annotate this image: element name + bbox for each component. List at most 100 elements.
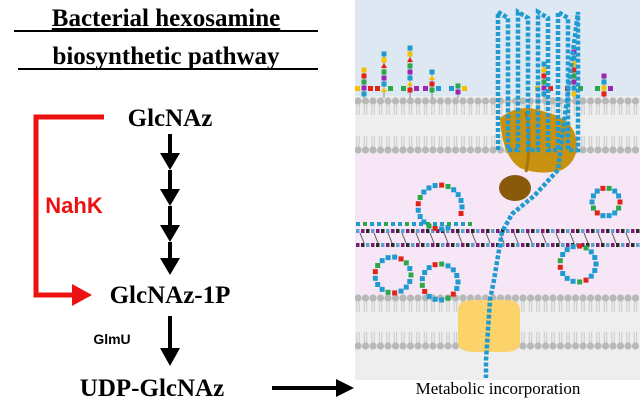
- ring-sugar: [398, 256, 404, 262]
- peptide-crosslink: [485, 232, 491, 244]
- peptide-crosslink: [373, 232, 379, 244]
- peptide-crosslink: [527, 232, 533, 244]
- peptidoglycan-unit: [396, 243, 400, 247]
- lipid-head: [549, 294, 557, 302]
- peptidoglycan-unit: [531, 243, 535, 247]
- chain-segment: [391, 222, 395, 226]
- glycan-branch: [401, 86, 406, 91]
- lipid-head: [355, 97, 362, 105]
- lipid-head: [556, 294, 565, 302]
- glycan-sugar: [429, 69, 435, 75]
- peptidoglycan-unit: [451, 229, 455, 233]
- glycan-branch: [608, 86, 613, 91]
- lipid-head: [384, 97, 392, 105]
- peptidoglycan-unit: [636, 229, 640, 233]
- peptidoglycan-unit: [516, 243, 520, 247]
- lipid-head: [601, 97, 610, 105]
- chain-segment: [384, 222, 388, 226]
- lipid-head: [624, 146, 632, 154]
- lipid-head: [436, 342, 445, 350]
- peptide-crosslink: [415, 232, 421, 244]
- ring-sugar: [600, 213, 606, 219]
- peptidoglycan-unit: [621, 243, 625, 247]
- peptidoglycan-unit: [596, 229, 600, 233]
- peptidoglycan-unit: [621, 229, 625, 233]
- peptidoglycan-unit: [566, 243, 570, 247]
- peptidoglycan-unit: [476, 229, 480, 233]
- ring-sugar: [375, 281, 381, 287]
- peptidoglycan-unit: [536, 229, 540, 233]
- ring-sugar: [606, 185, 612, 191]
- ring-sugar: [415, 201, 421, 207]
- glycan-sugar: [455, 83, 461, 89]
- peptidoglycan-unit: [411, 243, 415, 247]
- peptidoglycan-unit: [496, 229, 500, 233]
- ring-sugar: [454, 286, 460, 292]
- ring-sugar: [432, 225, 438, 231]
- peptidoglycan-layer: [356, 229, 640, 247]
- lipid-head: [376, 146, 385, 154]
- lipid-head: [526, 294, 535, 302]
- udp-glcnaz-label: UDP-GlcNAz: [80, 375, 224, 402]
- peptidoglycan-unit: [511, 229, 515, 233]
- glycan-sugar: [541, 73, 547, 79]
- lipid-head: [579, 342, 587, 350]
- lipid-head: [399, 342, 407, 350]
- lipid-head: [489, 97, 497, 105]
- title-line-2: biosynthetic pathway: [52, 43, 280, 70]
- peptidoglycan-unit: [466, 229, 470, 233]
- glycan-sugar: [571, 85, 577, 91]
- lipid-head: [369, 294, 377, 302]
- glycan-sugar: [571, 79, 577, 85]
- peptidoglycan-unit: [616, 243, 620, 247]
- lipid-head: [601, 146, 610, 154]
- ring-sugar: [594, 188, 600, 194]
- ring-sugar: [432, 262, 438, 268]
- peptidoglycan-unit: [506, 243, 510, 247]
- peptidoglycan-unit: [476, 243, 480, 247]
- glycan-sugar: [381, 51, 387, 57]
- lipid-head: [586, 97, 595, 105]
- lipid-head: [414, 146, 422, 154]
- lipid-head: [421, 97, 430, 105]
- lipid-head: [451, 146, 460, 154]
- glycan-sugar: [381, 87, 387, 92]
- peptidoglycan-unit: [591, 243, 595, 247]
- lipid-head: [586, 342, 595, 350]
- peptidoglycan-unit: [601, 229, 605, 233]
- peptidoglycan-unit: [446, 243, 450, 247]
- ring-sugar: [616, 193, 622, 199]
- ring-sugar: [570, 244, 576, 250]
- glycan-sugar: [381, 57, 387, 63]
- lipid-head: [594, 97, 602, 105]
- lipid-head: [391, 294, 400, 302]
- peptidoglycan-unit: [416, 243, 420, 247]
- ring-sugar: [450, 291, 456, 297]
- peptidoglycan-unit: [566, 229, 570, 233]
- lipid-head: [436, 97, 445, 105]
- peptidoglycan-unit: [356, 243, 360, 247]
- lipid-head: [399, 294, 407, 302]
- ring-sugar: [403, 260, 409, 266]
- nahk-shortcut-arrow: [33, 114, 104, 306]
- lipid-head: [444, 97, 452, 105]
- lipid-head: [384, 146, 392, 154]
- ring-sugar: [583, 245, 589, 251]
- lipid-head: [496, 294, 505, 302]
- lipid-head: [414, 294, 422, 302]
- ring-sugar: [612, 210, 618, 216]
- periplasmic-glycan-rings: [372, 182, 623, 303]
- lipid-head: [481, 146, 490, 154]
- lipid-head: [474, 146, 482, 154]
- ring-sugar: [432, 183, 438, 189]
- peptidoglycan-unit: [606, 243, 610, 247]
- glycan-sugar: [361, 91, 367, 97]
- glycan-branch: [449, 86, 454, 91]
- chain-segment: [461, 222, 465, 226]
- peptidoglycan-unit: [541, 243, 545, 247]
- ring-sugar: [417, 214, 423, 220]
- lipid-head: [459, 97, 467, 105]
- peptidoglycan-unit: [521, 243, 525, 247]
- peptidoglycan-unit: [611, 229, 615, 233]
- glycan-sugar: [601, 79, 607, 85]
